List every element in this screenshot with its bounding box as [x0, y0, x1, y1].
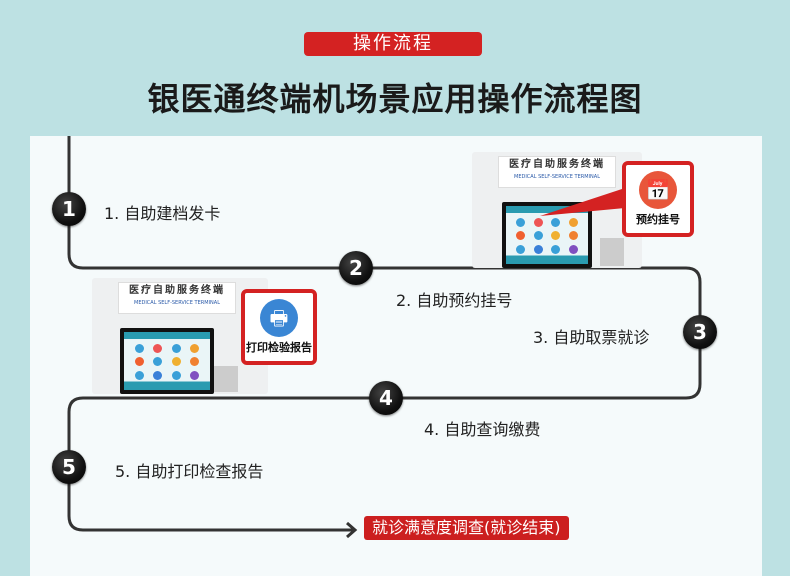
step-node-1: 1 [52, 192, 86, 226]
kiosk-screen [120, 328, 214, 394]
step-node-3: 3 [683, 315, 717, 349]
step-label-1: 1. 自助建档发卡 [104, 204, 221, 223]
step-node-2: 2 [339, 251, 373, 285]
callout-print-report: 🖶 打印检验报告 [241, 289, 317, 365]
end-badge: 就诊满意度调查(就诊结束) [364, 516, 569, 540]
section-badge: 操作流程 [304, 32, 482, 56]
kiosk-header: 医疗自助服务终端 MEDICAL SELF-SERVICE TERMINAL [498, 156, 616, 188]
step-node-5: 5 [52, 450, 86, 484]
printer-icon: 🖶 [260, 299, 298, 337]
step-label-3: 3. 自助取票就诊 [533, 328, 650, 347]
page-title: 银医通终端机场景应用操作流程图 [147, 80, 643, 118]
kiosk-screen [502, 202, 592, 268]
callout-appointment: 📅 预约挂号 [622, 161, 694, 237]
calendar-icon: 📅 [639, 171, 677, 209]
step-label-2: 2. 自助预约挂号 [396, 291, 513, 310]
kiosk-image-appointment: 医疗自助服务终端 MEDICAL SELF-SERVICE TERMINAL [472, 152, 642, 268]
step-node-4: 4 [369, 381, 403, 415]
kiosk-header: 医疗自助服务终端 MEDICAL SELF-SERVICE TERMINAL [118, 282, 236, 314]
step-label-4: 4. 自助查询缴费 [424, 420, 541, 439]
step-label-5: 5. 自助打印检查报告 [115, 462, 264, 481]
kiosk-image-print-report: 医疗自助服务终端 MEDICAL SELF-SERVICE TERMINAL [92, 278, 268, 394]
